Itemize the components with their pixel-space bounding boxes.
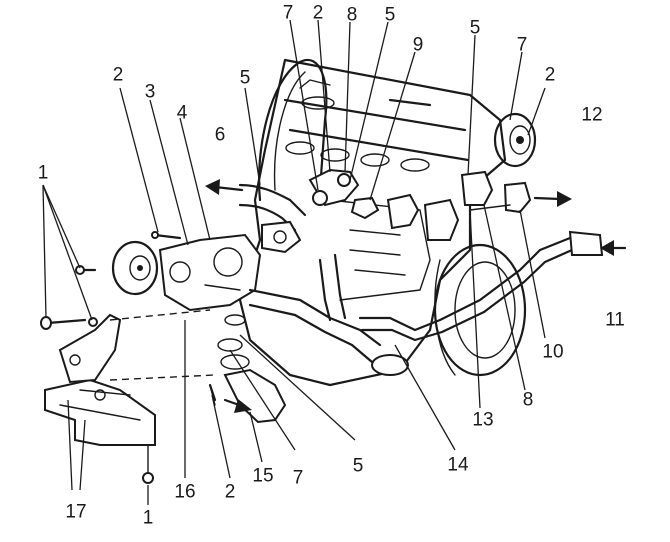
callout-13: 13 xyxy=(472,409,494,431)
coolant-housing xyxy=(308,168,532,241)
water-pump xyxy=(111,233,262,312)
belt-cover xyxy=(257,59,328,202)
callout-8-bottom: 8 xyxy=(522,389,534,411)
arrow-6 xyxy=(205,179,244,195)
callout-5-top-right: 5 xyxy=(469,17,481,39)
upper-hose xyxy=(238,183,307,254)
bolts xyxy=(40,231,217,402)
callout-17: 17 xyxy=(65,501,87,523)
callout-7-bottom: 7 xyxy=(292,467,304,489)
lower-hoses xyxy=(248,230,604,376)
arrow-15 xyxy=(223,398,252,413)
callout-6: 6 xyxy=(214,124,226,146)
leader-lines xyxy=(42,19,546,505)
callout-4: 4 xyxy=(176,102,188,124)
callout-2-right: 2 xyxy=(544,64,556,86)
callout-2-top: 2 xyxy=(312,2,324,24)
callout-16: 16 xyxy=(174,481,196,503)
callout-5-bottom: 5 xyxy=(352,455,364,477)
callout-12: 12 xyxy=(581,104,603,126)
callout-5-left: 5 xyxy=(239,67,251,89)
callout-2-bottom: 2 xyxy=(224,481,236,503)
callout-11: 11 xyxy=(605,309,625,331)
alignment-lines xyxy=(109,309,216,381)
callout-7-top: 7 xyxy=(282,2,294,24)
callout-7-right: 7 xyxy=(516,34,528,56)
arrow-11 xyxy=(600,240,627,256)
callout-10: 10 xyxy=(542,341,564,363)
callout-2-left: 2 xyxy=(112,64,124,86)
callout-1-bottom: 1 xyxy=(142,507,154,529)
flywheel xyxy=(433,243,527,377)
callout-1-top: 1 xyxy=(37,162,49,184)
callout-3: 3 xyxy=(144,81,156,103)
callout-9: 9 xyxy=(412,34,424,56)
callout-8-top: 8 xyxy=(346,4,358,26)
callout-14: 14 xyxy=(447,454,469,476)
callout-5-top-mid: 5 xyxy=(384,4,396,26)
callout-15: 15 xyxy=(252,465,274,487)
cam-pulley xyxy=(493,112,537,168)
mounting-bracket xyxy=(44,313,156,484)
arrow-12 xyxy=(533,191,572,207)
